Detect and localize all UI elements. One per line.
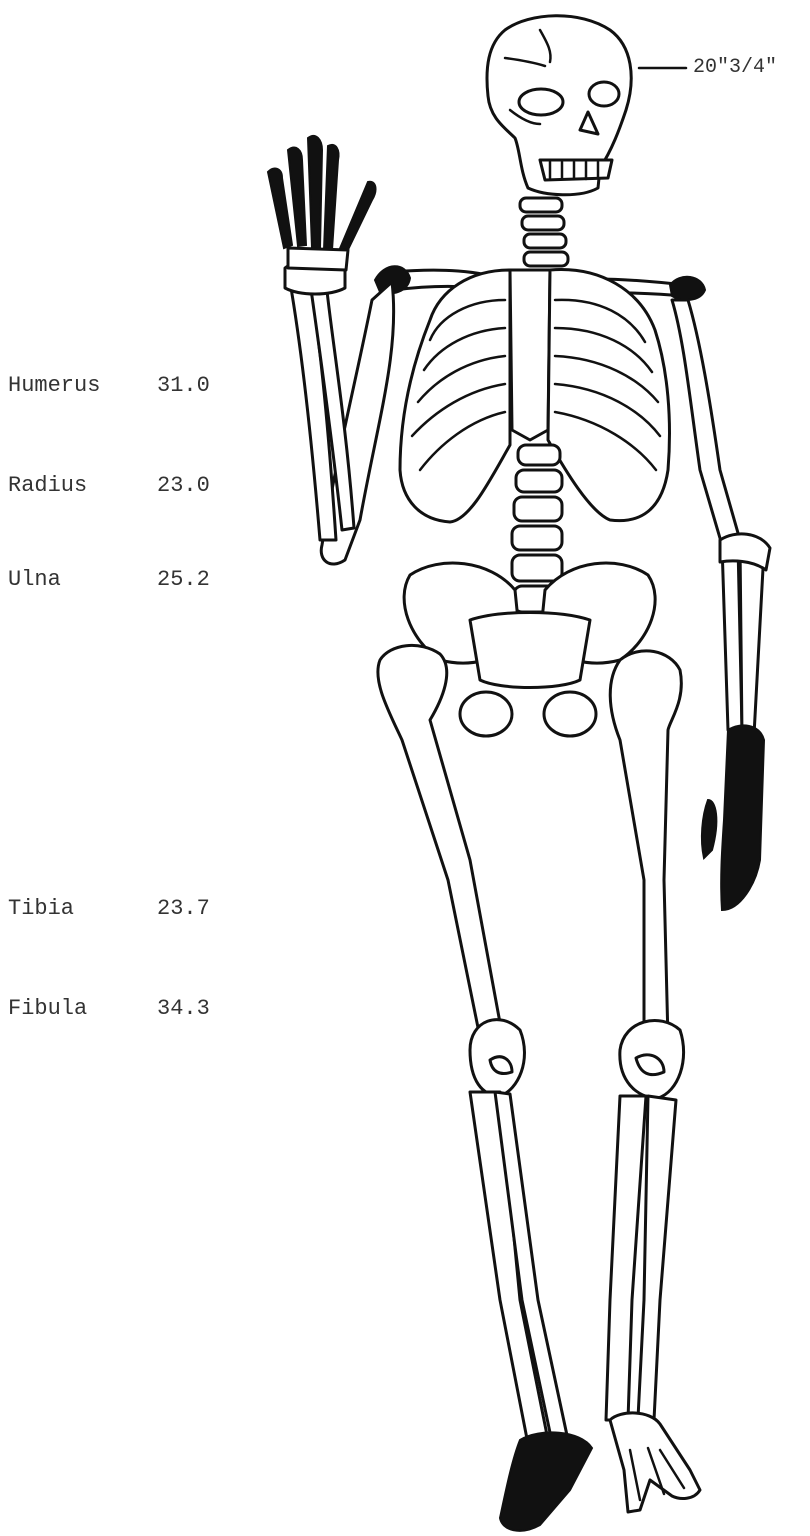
left-hand [268,136,375,270]
skull [487,16,631,195]
right-hand [702,725,764,910]
right-arm [672,300,770,735]
left-arm [285,259,394,564]
right-leg [606,651,700,1512]
left-leg [378,645,592,1530]
sternum [510,270,550,440]
cervical-spine [520,198,568,266]
